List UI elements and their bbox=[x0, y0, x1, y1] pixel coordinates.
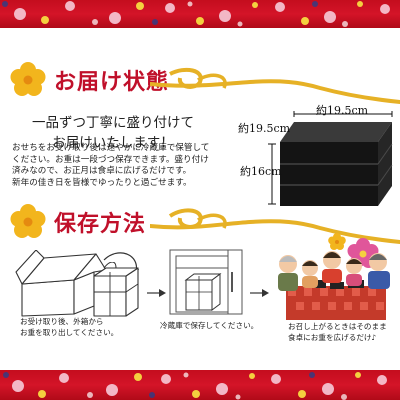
step3-line-1: お召し上がるときはそのまま bbox=[288, 322, 387, 331]
paragraph-line-4: 新年の佳き日を皆様でゆったりと過ごせます。 bbox=[12, 177, 192, 188]
arrow-right-icon bbox=[147, 289, 166, 297]
lead-line-2: お届けいたします！ bbox=[52, 135, 174, 151]
lead-line-1: 一品ずつ丁寧に盛り付けて bbox=[32, 115, 194, 131]
step3-caption: お召し上がるときはそのまま 食卓にお重を広げるだけ♪ bbox=[288, 321, 387, 343]
outer-box-illustration bbox=[15, 250, 139, 317]
step2-caption: 冷蔵庫で保存してください。 bbox=[160, 321, 259, 330]
arrow-right-icon bbox=[250, 289, 269, 297]
dimension-width-top: 約19.5cm bbox=[316, 104, 369, 117]
family-dining-illustration bbox=[278, 251, 390, 320]
plum-blossom-icon bbox=[10, 62, 46, 96]
delivery-title-row: お届け状態 bbox=[0, 58, 400, 98]
refrigerator-illustration bbox=[169, 249, 243, 315]
paragraph-line-2: ください。お重は一段づつ保存できます。盛り付け bbox=[12, 154, 209, 165]
paragraph-line-1: おせちをお受け取り後は速やかに冷蔵庫で保管して bbox=[12, 143, 210, 153]
floral-pattern-icon bbox=[2, 1, 390, 27]
jubako-box-illustration bbox=[268, 111, 393, 206]
dimension-height: 約16cm bbox=[240, 165, 282, 178]
paragraph-line-3: 済みなので、お正月は食卓に広げるだけです。 bbox=[12, 166, 192, 177]
step1-caption: お受け取り後、外箱から お重を取り出してください。 bbox=[20, 316, 118, 338]
floral-pattern-icon bbox=[3, 372, 387, 400]
step1-line-2: お重を取り出してください。 bbox=[20, 328, 119, 337]
delivery-title: お届け状態 bbox=[54, 70, 170, 95]
delivery-paragraph: おせちをお受け取り後は速やかに冷蔵庫で保管して ください。お重は一段づつ保存でき… bbox=[12, 143, 237, 189]
storage-title-row: 保存方法 bbox=[0, 200, 400, 240]
delivery-lead: 一品ずつ丁寧に盛り付けて お届けいたします！ bbox=[0, 113, 226, 153]
gold-cord-knot-icon bbox=[150, 208, 400, 244]
gold-cord-knot-icon bbox=[150, 67, 400, 104]
step1-line-1: お受け取り後、外箱から bbox=[20, 317, 104, 326]
wrapped-jubako-illustration bbox=[93, 262, 139, 317]
storage-title: 保存方法 bbox=[54, 212, 147, 237]
dimension-width-side: 約19.5cm bbox=[238, 122, 291, 135]
plum-blossom-icon bbox=[10, 204, 46, 238]
step3-line-2: 食卓にお重を広げるだけ♪ bbox=[288, 333, 377, 342]
floral-band-bottom bbox=[0, 370, 400, 400]
floral-band-top bbox=[0, 0, 400, 28]
